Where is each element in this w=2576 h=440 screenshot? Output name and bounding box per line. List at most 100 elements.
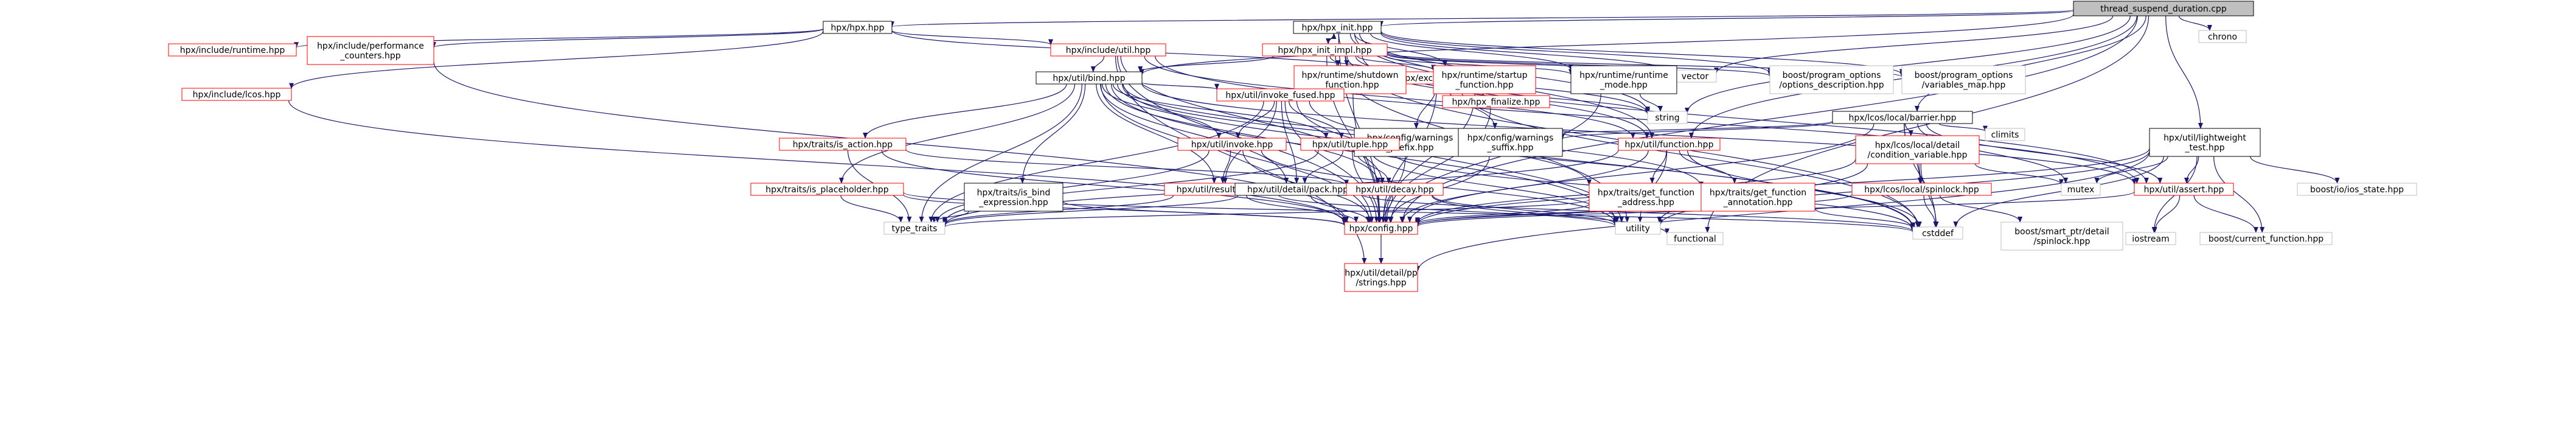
node-hpx_finalize[interactable]: hpx/hpx_finalize.hpp bbox=[1442, 95, 1550, 108]
node-box-util_function bbox=[1618, 138, 1721, 151]
node-box-po_var bbox=[1901, 65, 2026, 94]
node-box-util_assert bbox=[2134, 183, 2234, 196]
node-pack[interactable]: hpx/util/detail/pack.hpp bbox=[1234, 183, 1361, 196]
node-util_bind[interactable]: hpx/util/bind.hpp bbox=[1036, 71, 1143, 85]
node-functional: functional bbox=[1666, 232, 1724, 245]
graph-nodes: thread_suspend_duration.cpp hpx/hpx.hpp hp… bbox=[168, 1, 2417, 292]
node-rt_shutdown[interactable]: hpx/runtime/shutdown_function.hpp bbox=[1293, 65, 1407, 94]
node-box-is_action bbox=[779, 138, 907, 151]
node-label-cond_var: hpx/lcos/local/detail/condition_variable… bbox=[1867, 141, 1967, 160]
node-hpx_hpp[interactable]: hpx/hpx.hpp bbox=[823, 21, 893, 34]
edge-root-to-lightweight bbox=[2165, 15, 2203, 129]
node-box-rt_startup bbox=[1433, 65, 1536, 94]
node-box-climits bbox=[1985, 128, 2025, 141]
edge-root-to-hpx_hpp bbox=[890, 9, 2074, 28]
node-label-hpx_init_impl: hpx/hpx_init_impl.hpp bbox=[1278, 46, 1371, 55]
edge-is_placeholder-to-type_traits bbox=[840, 195, 903, 223]
node-hpx_init_impl[interactable]: hpx/hpx_init_impl.hpp bbox=[1262, 43, 1388, 57]
node-inc_runtime[interactable]: hpx/include/runtime.hpp bbox=[168, 43, 297, 57]
node-label-rt_mode: hpx/runtime/runtime_mode.hpp bbox=[1579, 71, 1668, 90]
node-box-mutex bbox=[2061, 183, 2101, 196]
edge-hpx_hpp-to-inc_util bbox=[891, 30, 1053, 46]
node-box-inc_util bbox=[1050, 43, 1166, 57]
node-label-config: hpx/config.hpp bbox=[1349, 224, 1413, 234]
edge-barrier-to-cond_var bbox=[1905, 123, 1913, 136]
node-invoke_fused[interactable]: hpx/util/invoke_fused.hpp bbox=[1216, 88, 1345, 102]
node-util_function[interactable]: hpx/util/function.hpp bbox=[1618, 138, 1721, 151]
node-rt_mode[interactable]: hpx/runtime/runtime_mode.hpp bbox=[1570, 65, 1677, 94]
node-type_traits: type_traits bbox=[883, 222, 945, 235]
edge-lightweight-to-util_assert bbox=[2184, 156, 2199, 184]
node-box-sp_spinlock bbox=[2000, 222, 2123, 251]
node-box-cstddef bbox=[1912, 226, 1963, 240]
node-label-po_var: boost/program_options/variables_map.hpp bbox=[1915, 71, 2013, 90]
node-label-hpx_hpp: hpx/hpx.hpp bbox=[831, 23, 885, 33]
node-cond_var[interactable]: hpx/lcos/local/detail/condition_variable… bbox=[1855, 135, 1980, 164]
node-root[interactable]: thread_suspend_duration.cpp bbox=[2073, 1, 2254, 16]
node-iostream: iostream bbox=[2125, 232, 2176, 245]
node-gfa[interactable]: hpx/traits/get_function_address.hpp bbox=[1589, 183, 1704, 212]
edge-util_assert-to-cur_fn bbox=[2193, 195, 2258, 233]
node-box-chrono bbox=[2198, 30, 2247, 43]
node-invoke[interactable]: hpx/util/invoke.hpp bbox=[1177, 138, 1287, 151]
node-config[interactable]: hpx/config.hpp bbox=[1344, 222, 1418, 235]
edge-result_of-to-config bbox=[1245, 195, 1359, 223]
node-label-lightweight: hpx/util/lightweight_test.hpp bbox=[2163, 133, 2246, 153]
node-inc_lcos[interactable]: hpx/include/lcos.hpp bbox=[181, 88, 292, 101]
node-is_placeholder[interactable]: hpx/traits/is_placeholder.hpp bbox=[750, 183, 904, 196]
node-box-inc_perf bbox=[307, 36, 434, 65]
node-label-iostream: iostream bbox=[2132, 234, 2170, 244]
node-label-po_desc: boost/program_options/options_descriptio… bbox=[1779, 71, 1884, 90]
edge-is_action-to-decay bbox=[905, 148, 1349, 186]
node-inc_util[interactable]: hpx/include/util.hpp bbox=[1050, 43, 1166, 57]
node-barrier[interactable]: hpx/lcos/local/barrier.hpp bbox=[1832, 111, 1973, 124]
node-box-cur_fn bbox=[2199, 232, 2333, 245]
node-label-inc_util: hpx/include/util.hpp bbox=[1066, 46, 1151, 55]
node-ios_state: boost/io/ios_state.hpp bbox=[2297, 183, 2417, 196]
node-label-rt_shutdown: hpx/runtime/shutdown_function.hpp bbox=[1302, 71, 1399, 90]
edge-inc_lcos-to-config bbox=[288, 100, 1347, 225]
node-rt_startup[interactable]: hpx/runtime/startup_function.hpp bbox=[1433, 65, 1536, 94]
edge-invoke_fused-to-type_traits bbox=[928, 100, 1264, 223]
node-tuple[interactable]: hpx/util/tuple.hpp bbox=[1300, 138, 1400, 151]
edge-lightweight-to-ios_state bbox=[2250, 156, 2340, 184]
node-box-gfann bbox=[1701, 183, 1815, 212]
node-box-util_bind bbox=[1036, 71, 1143, 85]
edge-util_bind-to-is_action bbox=[863, 83, 1067, 139]
node-cfg_suffix[interactable]: hpx/config/warnings_suffix.hpp bbox=[1458, 128, 1563, 157]
node-strings[interactable]: hpx/util/detail/pp/strings.hpp bbox=[1344, 263, 1418, 292]
node-label-is_placeholder: hpx/traits/is_placeholder.hpp bbox=[765, 185, 888, 195]
node-box-cfg_suffix bbox=[1458, 128, 1563, 157]
node-is_action[interactable]: hpx/traits/is_action.hpp bbox=[779, 138, 907, 151]
node-decay[interactable]: hpx/util/decay.hpp bbox=[1346, 183, 1444, 196]
edge-is_action-to-config bbox=[881, 150, 1347, 223]
node-spinlock[interactable]: hpx/lcos/local/spinlock.hpp bbox=[1851, 183, 1992, 196]
edge-util_assert-to-iostream bbox=[2152, 195, 2181, 233]
node-lightweight[interactable]: hpx/util/lightweight_test.hpp bbox=[2149, 128, 2261, 157]
edge-barrier-to-cfg_suffix bbox=[1560, 121, 1833, 140]
node-gfann[interactable]: hpx/traits/get_function_annotation.hpp bbox=[1701, 183, 1815, 212]
node-label-chrono: chrono bbox=[2208, 32, 2237, 42]
node-util_assert[interactable]: hpx/util/assert.hpp bbox=[2134, 183, 2234, 196]
edge-util_bind-to-util_assert bbox=[1141, 83, 2137, 185]
node-box-spinlock bbox=[1851, 183, 1992, 196]
node-box-rt_mode bbox=[1570, 65, 1677, 94]
node-hpx_init[interactable]: hpx/hpx_init.hpp bbox=[1293, 21, 1382, 34]
node-inc_perf[interactable]: hpx/include/performance_counters.hpp bbox=[307, 36, 434, 65]
node-box-iostream bbox=[2125, 232, 2176, 245]
edge-rt_mode-to-config bbox=[1388, 93, 1601, 223]
node-box-decay bbox=[1346, 183, 1444, 196]
edge-util_function-to-gfa bbox=[1649, 150, 1667, 184]
node-is_bind[interactable]: hpx/traits/is_bind_expression.hpp bbox=[964, 183, 1063, 212]
edge-barrier-to-climits bbox=[1938, 123, 1988, 132]
node-box-invoke bbox=[1177, 138, 1287, 151]
node-box-tuple bbox=[1300, 138, 1400, 151]
node-box-gfa bbox=[1589, 183, 1704, 212]
node-box-string bbox=[1647, 111, 1688, 124]
node-box-hpx_init_impl bbox=[1262, 43, 1388, 57]
edge-cond_var-to-spinlock bbox=[1918, 163, 1924, 184]
edge-spinlock-to-cstddef bbox=[1923, 195, 1938, 228]
edge-hpx_init_impl-to-rt_startup bbox=[1357, 55, 1436, 71]
node-label-vector: vector bbox=[1682, 72, 1709, 82]
